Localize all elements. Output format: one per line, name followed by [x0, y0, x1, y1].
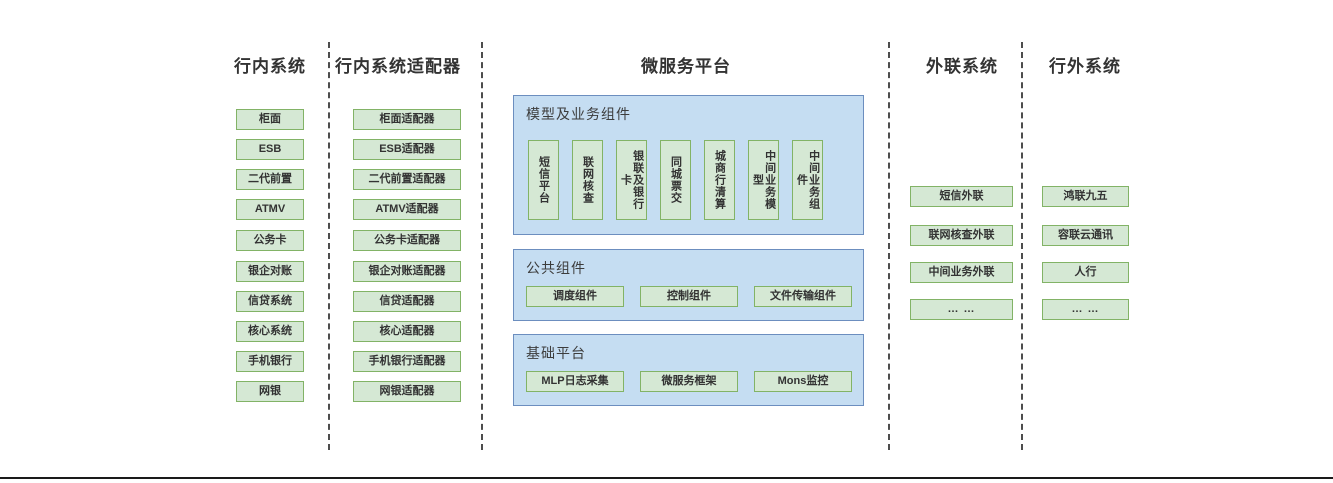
node-internal-system[interactable]: 公务卡	[236, 230, 304, 251]
node-internal-system[interactable]: 核心系统	[236, 321, 304, 342]
node-model-component[interactable]: 短信平台	[528, 140, 559, 220]
node-outside-bank-system[interactable]: 人行	[1042, 262, 1129, 283]
node-public-component[interactable]: 文件传输组件	[754, 286, 852, 307]
node-internal-adapter[interactable]: ATMV适配器	[353, 199, 461, 220]
column-divider-4	[1021, 42, 1023, 450]
node-internal-system[interactable]: 柜面	[236, 109, 304, 130]
column-title-outside-bank-systems: 行外系统	[1049, 57, 1121, 76]
node-external-link-system[interactable]: 短信外联	[910, 186, 1013, 207]
node-internal-adapter[interactable]: ESB适配器	[353, 139, 461, 160]
node-internal-system[interactable]: ATMV	[236, 199, 304, 220]
node-internal-adapter[interactable]: 银企对账适配器	[353, 261, 461, 282]
node-model-component[interactable]: 银联及银行卡	[616, 140, 647, 220]
node-internal-adapter[interactable]: 信贷适配器	[353, 291, 461, 312]
panel-title-public-components: 公共组件	[526, 260, 586, 276]
node-internal-system[interactable]: 银企对账	[236, 261, 304, 282]
node-internal-adapter[interactable]: 网银适配器	[353, 381, 461, 402]
node-internal-adapter[interactable]: 手机银行适配器	[353, 351, 461, 372]
panel-title-base-platform: 基础平台	[526, 345, 586, 361]
node-external-link-system-more[interactable]: … …	[910, 299, 1013, 320]
column-title-microservice-platform: 微服务平台	[641, 57, 731, 76]
node-model-component[interactable]: 中间业务模型	[748, 140, 779, 220]
node-internal-system[interactable]: 网银	[236, 381, 304, 402]
node-model-component[interactable]: 同城票交	[660, 140, 691, 220]
node-internal-adapter[interactable]: 二代前置适配器	[353, 169, 461, 190]
column-title-external-link-systems: 外联系统	[926, 57, 998, 76]
node-outside-bank-system[interactable]: 容联云通讯	[1042, 225, 1129, 246]
node-outside-bank-system-more[interactable]: … …	[1042, 299, 1129, 320]
node-internal-system[interactable]: 手机银行	[236, 351, 304, 372]
column-title-internal-adapters: 行内系统适配器	[335, 57, 461, 76]
node-internal-adapter[interactable]: 公务卡适配器	[353, 230, 461, 251]
node-outside-bank-system[interactable]: 鸿联九五	[1042, 186, 1129, 207]
column-divider-2	[481, 42, 483, 450]
node-internal-adapter[interactable]: 柜面适配器	[353, 109, 461, 130]
column-divider-1	[328, 42, 330, 450]
column-title-internal-systems: 行内系统	[234, 57, 306, 76]
node-base-platform-component[interactable]: 微服务框架	[640, 371, 738, 392]
node-model-component[interactable]: 城商行清算	[704, 140, 735, 220]
node-internal-system[interactable]: 二代前置	[236, 169, 304, 190]
node-external-link-system[interactable]: 联网核查外联	[910, 225, 1013, 246]
panel-title-model-business-components: 模型及业务组件	[526, 106, 631, 122]
node-internal-system[interactable]: ESB	[236, 139, 304, 160]
node-model-component[interactable]: 中间业务组件	[792, 140, 823, 220]
node-base-platform-component[interactable]: Mons监控	[754, 371, 852, 392]
node-base-platform-component[interactable]: MLP日志采集	[526, 371, 624, 392]
node-model-component[interactable]: 联网核查	[572, 140, 603, 220]
panel-public-components: 公共组件	[513, 249, 864, 321]
node-public-component[interactable]: 调度组件	[526, 286, 624, 307]
node-internal-system[interactable]: 信贷系统	[236, 291, 304, 312]
node-public-component[interactable]: 控制组件	[640, 286, 738, 307]
node-external-link-system[interactable]: 中间业务外联	[910, 262, 1013, 283]
node-internal-adapter[interactable]: 核心适配器	[353, 321, 461, 342]
panel-base-platform: 基础平台	[513, 334, 864, 406]
column-divider-3	[888, 42, 890, 450]
bottom-divider-rule	[0, 477, 1333, 479]
